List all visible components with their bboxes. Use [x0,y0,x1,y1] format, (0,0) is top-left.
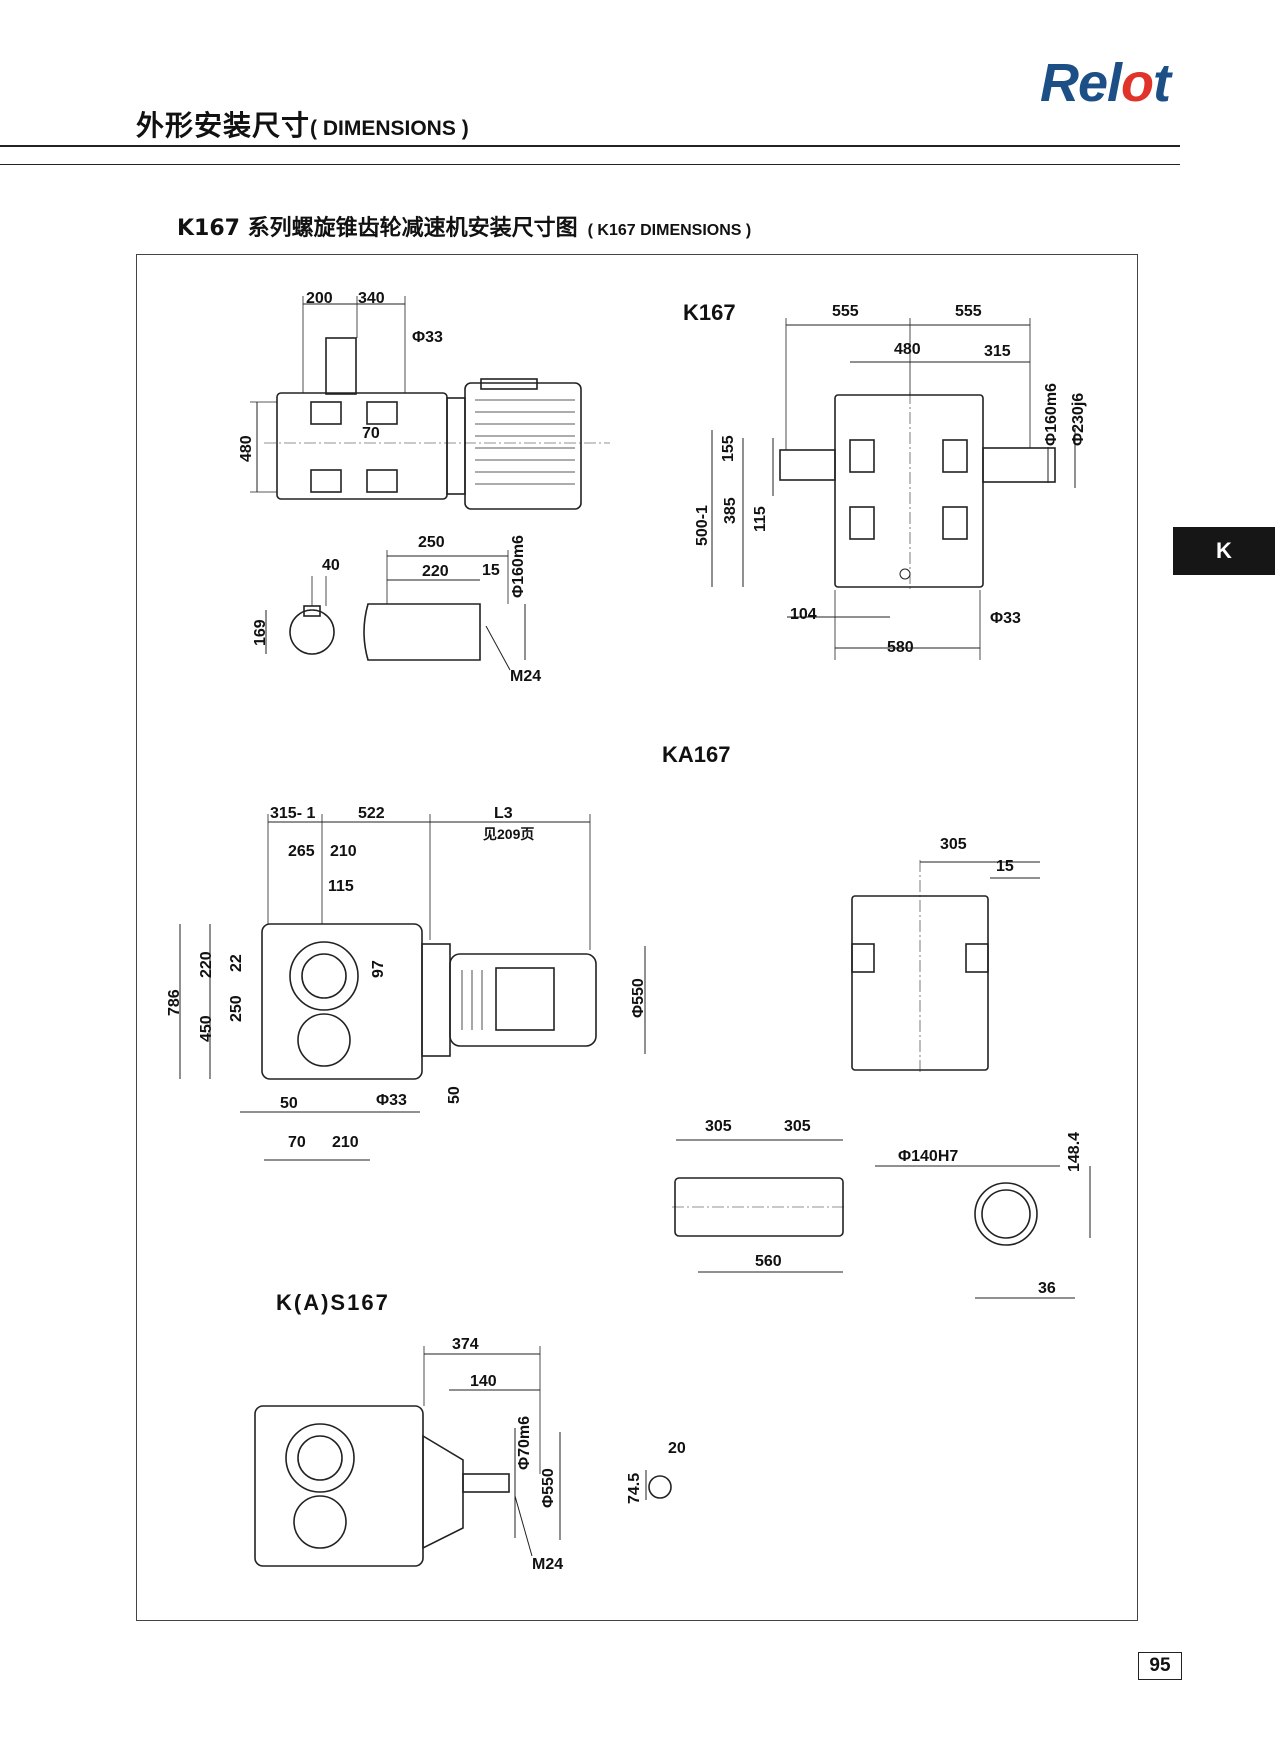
dim-label: 555 [832,303,859,320]
dim-label: 305 [784,1118,811,1135]
dim-label: Φ160m6 [510,535,527,598]
model-label-k167: K167 [683,300,736,325]
dim-label: 500-1 [694,505,711,546]
k167-output-shaft [363,603,481,661]
dim-label: 148.4 [1066,1131,1083,1172]
dim-label: 786 [166,989,183,1016]
dim-label: 250 [418,534,445,551]
dim-label: Φ140H7 [898,1148,959,1165]
dim-label: 40 [322,557,340,574]
model-label-ka167: KA167 [662,742,731,767]
dim-label: Φ550 [540,1468,557,1508]
dim-label: 50 [446,1086,463,1104]
dim-label: 220 [422,563,449,580]
page-title-cn: 外形安装尺寸 [136,109,311,142]
dim-label: 522 [358,805,385,822]
dim-label: Φ230j6 [1070,392,1087,446]
dim-label: 220 [198,951,215,978]
page-title: 外形安装尺寸( DIMENSIONS ) [136,104,469,144]
ka167-motor [449,953,597,1047]
dim-label: Φ160m6 [1043,383,1060,446]
dim-note: 见209页 [483,826,535,842]
dim-label: 50 [280,1095,298,1112]
dim-label: 450 [198,1015,215,1042]
k167-plan-motor [464,382,582,510]
ka167-hollow-bore [289,941,359,1011]
dim-label: 70 [362,425,380,442]
k167-plan-housing [276,392,448,500]
dim-label: 340 [358,290,385,307]
dim-label: 555 [955,303,982,320]
dim-label: 374 [452,1336,479,1353]
kas167-shaft-section [648,1475,672,1499]
dim-label: 305 [705,1118,732,1135]
dim-label: 210 [332,1134,359,1151]
ka167-bore-section [974,1182,1038,1246]
section-tab-k[interactable]: K [1173,527,1275,575]
dim-label: 104 [790,606,817,623]
dim-label: 15 [996,858,1014,875]
dim-label: 250 [228,995,245,1022]
brand-logo: Relot [1040,53,1171,113]
dim-label: 315 [984,343,1011,360]
dim-label: 480 [894,341,921,358]
dim-label: 169 [252,619,269,646]
section-title-en: ( K167 DIMENSIONS ) [587,222,752,239]
dim-label: 97 [370,960,387,978]
dim-label: 22 [228,954,245,972]
dim-label: Φ33 [412,329,443,346]
kas167-bore [285,1423,355,1493]
dim-label: 480 [238,435,255,462]
model-label-kas167: K(A)S167 [276,1290,390,1315]
dim-label: L3 [494,805,513,822]
dim-label: 580 [887,639,914,656]
k167-side-housing [834,394,984,588]
section-title: K167 系列螺旋锥齿轮减速机安装尺寸图 ( K167 DIMENSIONS ) [177,210,751,242]
dim-label: Φ33 [990,610,1021,627]
dim-label: 305 [940,836,967,853]
dim-label: 115 [328,878,354,895]
dim-label: M24 [532,1556,564,1573]
dim-label: 70 [288,1134,306,1151]
dim-label: 15 [482,562,500,579]
dim-label: 36 [1038,1280,1056,1297]
dim-label: 74.5 [626,1472,643,1504]
header-rule-thin [0,164,1180,165]
dim-label: Φ33 [376,1092,407,1109]
kas167-input-shaft [462,1473,510,1493]
drawing-frame [136,254,1138,1621]
k167-shaft-section [289,609,335,655]
page-title-en: ( DIMENSIONS ) [310,117,469,140]
k167-side-shaft-left [779,449,836,481]
page-number: 95 [1138,1652,1182,1680]
dim-label: 140 [470,1373,497,1390]
dim-label: 210 [330,843,357,860]
dim-label: 315- 1 [270,805,316,822]
header-rule [0,145,1180,147]
dim-label: Φ70m6 [516,1415,533,1470]
dim-label: M24 [510,668,542,685]
dim-label: 115 [752,506,769,532]
kas167-adapter [422,1434,464,1550]
k167-plan-shaft [325,337,357,395]
dim-label: Φ550 [630,978,647,1018]
dim-label: 560 [755,1253,782,1270]
dim-label: 155 [720,435,737,462]
dim-label: 385 [722,497,739,524]
dim-label: 265 [288,843,315,860]
dim-label: 200 [306,290,333,307]
k167-side-shaft-right [982,447,1056,483]
dim-label: 20 [668,1440,686,1457]
section-title-cn: K167 系列螺旋锥齿轮减速机安装尺寸图 [177,216,578,241]
